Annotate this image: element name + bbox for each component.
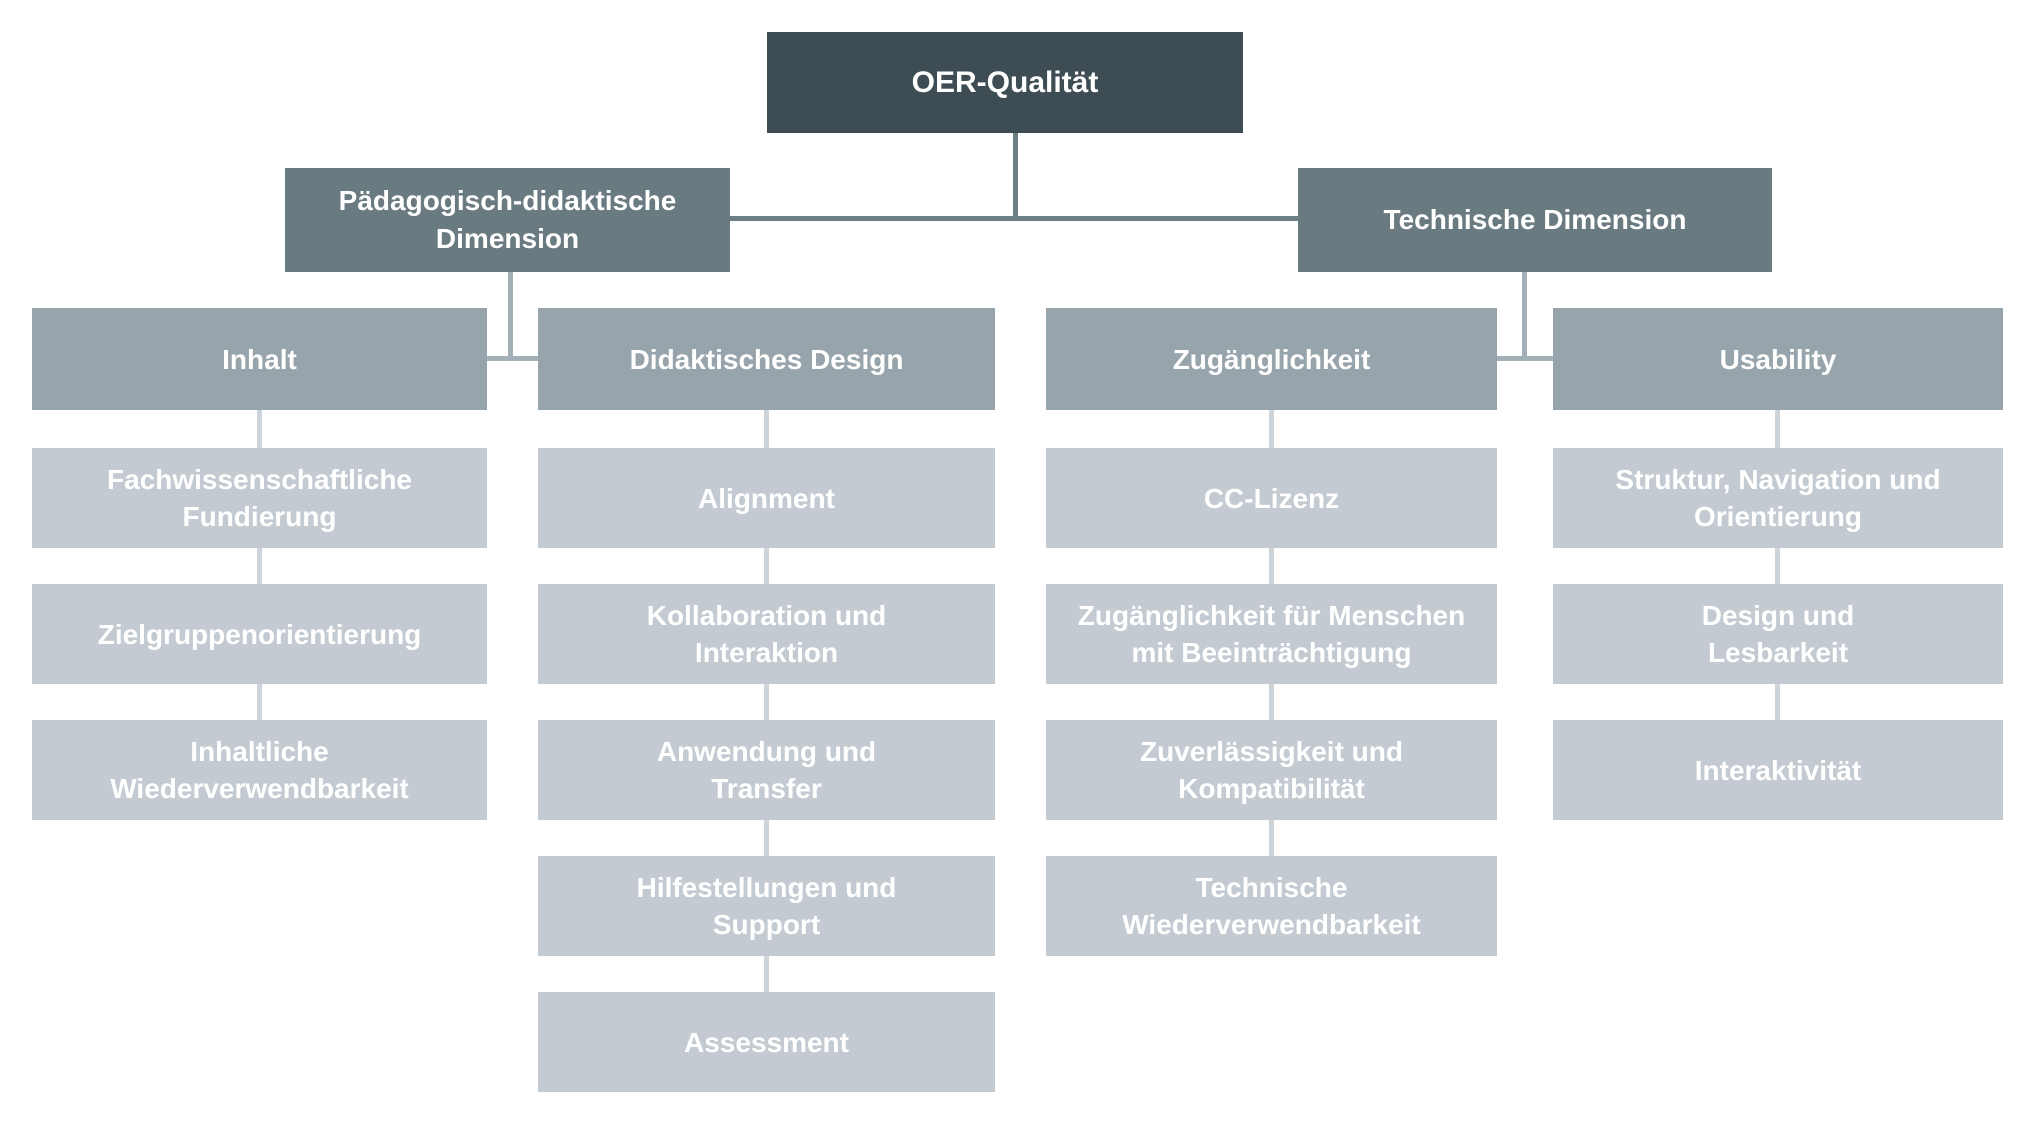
connector-col2-seg1: [764, 410, 769, 448]
node-cc-lizenz: CC-Lizenz: [1046, 448, 1497, 548]
node-label: Didaktisches Design: [629, 343, 904, 375]
node-label: Zugänglichkeit: [1172, 343, 1371, 375]
connector-root-crossbar: [730, 216, 1298, 221]
node-label: Hilfestellungen und Support: [636, 872, 897, 940]
connector-col1-seg3: [257, 684, 262, 720]
node-label: Assessment: [684, 1026, 849, 1058]
connector-dim-left-crossbar: [483, 356, 538, 361]
connector-col3-seg3: [1269, 684, 1274, 720]
node-struktur-navigation-orientierung: Struktur, Navigation und Orientierung: [1553, 448, 2003, 548]
node-usability: Usability: [1553, 308, 2003, 410]
node-label: Zuverlässigkeit und Kompatibilität: [1140, 736, 1403, 804]
node-fachwissenschaftliche-fundierung: Fachwissenschaftliche Fundierung: [32, 448, 487, 548]
connector-root-stem: [1013, 133, 1018, 221]
node-label: Fachwissenschaftliche Fundierung: [106, 464, 412, 532]
node-inhalt: Inhalt: [32, 308, 487, 410]
node-label: Struktur, Navigation und Orientierung: [1615, 464, 1941, 532]
node-label: Anwendung und Transfer: [656, 736, 877, 804]
connector-col3-seg1: [1269, 410, 1274, 448]
node-label: Inhalt: [222, 343, 297, 375]
node-hilfestellungen-und-support: Hilfestellungen und Support: [538, 856, 995, 956]
connector-col2-seg3: [764, 684, 769, 720]
node-kollaboration-und-interaktion: Kollaboration und Interaktion: [538, 584, 995, 684]
connector-dim-right-stem: [1522, 272, 1527, 361]
connector-col1-seg1: [257, 410, 262, 448]
node-inhaltliche-wiederverwendbarkeit: Inhaltliche Wiederverwendbarkeit: [32, 720, 487, 820]
connector-col4-seg2: [1775, 548, 1780, 584]
node-paedagogisch-didaktische-dimension: Pädagogisch-didaktische Dimension: [285, 168, 730, 272]
node-zielgruppenorientierung: Zielgruppenorientierung: [32, 584, 487, 684]
connector-col3-seg4: [1269, 820, 1274, 856]
connector-col2-seg2: [764, 548, 769, 584]
node-technische-wiederverwendbarkeit: Technische Wiederverwendbarkeit: [1046, 856, 1497, 956]
node-label: OER-Qualität: [911, 65, 1099, 99]
connector-col2-seg4: [764, 820, 769, 856]
connector-col1-seg2: [257, 548, 262, 584]
node-technische-dimension: Technische Dimension: [1298, 168, 1772, 272]
connector-dim-right-crossbar: [1497, 356, 1553, 361]
node-label: Technische Dimension: [1383, 204, 1687, 235]
connector-col2-seg5: [764, 956, 769, 992]
node-alignment: Alignment: [538, 448, 995, 548]
node-interaktivitaet: Interaktivität: [1553, 720, 2003, 820]
node-label: Zielgruppenorientierung: [97, 618, 422, 650]
node-zuverlaessigkeit-und-kompatibilitaet: Zuverlässigkeit und Kompatibilität: [1046, 720, 1497, 820]
connector-col3-seg2: [1269, 548, 1274, 584]
node-zugaenglichkeit: Zugänglichkeit: [1046, 308, 1497, 410]
node-oer-qualitaet: OER-Qualität: [767, 32, 1243, 133]
node-label: Pädagogisch-didaktische Dimension: [338, 185, 677, 254]
connector-dim-left-stem: [508, 272, 513, 361]
node-anwendung-und-transfer: Anwendung und Transfer: [538, 720, 995, 820]
node-label: Interaktivität: [1694, 754, 1862, 786]
node-design-und-lesbarkeit: Design und Lesbarkeit: [1553, 584, 2003, 684]
node-label: Technische Wiederverwendbarkeit: [1122, 872, 1421, 940]
node-assessment: Assessment: [538, 992, 995, 1092]
node-label: Inhaltliche Wiederverwendbarkeit: [110, 736, 409, 804]
node-label: Usability: [1719, 343, 1837, 375]
node-label: Alignment: [698, 482, 835, 514]
node-didaktisches-design: Didaktisches Design: [538, 308, 995, 410]
node-label: CC-Lizenz: [1203, 482, 1340, 514]
node-label: Zugänglichkeit für Menschen mit Beeinträ…: [1077, 600, 1466, 668]
node-zugaenglichkeit-fuer-menschen: Zugänglichkeit für Menschen mit Beeinträ…: [1046, 584, 1497, 684]
node-label: Kollaboration und Interaktion: [646, 600, 887, 668]
node-label: Design und Lesbarkeit: [1701, 600, 1855, 668]
connector-col4-seg1: [1775, 410, 1780, 448]
connector-col4-seg3: [1775, 684, 1780, 720]
